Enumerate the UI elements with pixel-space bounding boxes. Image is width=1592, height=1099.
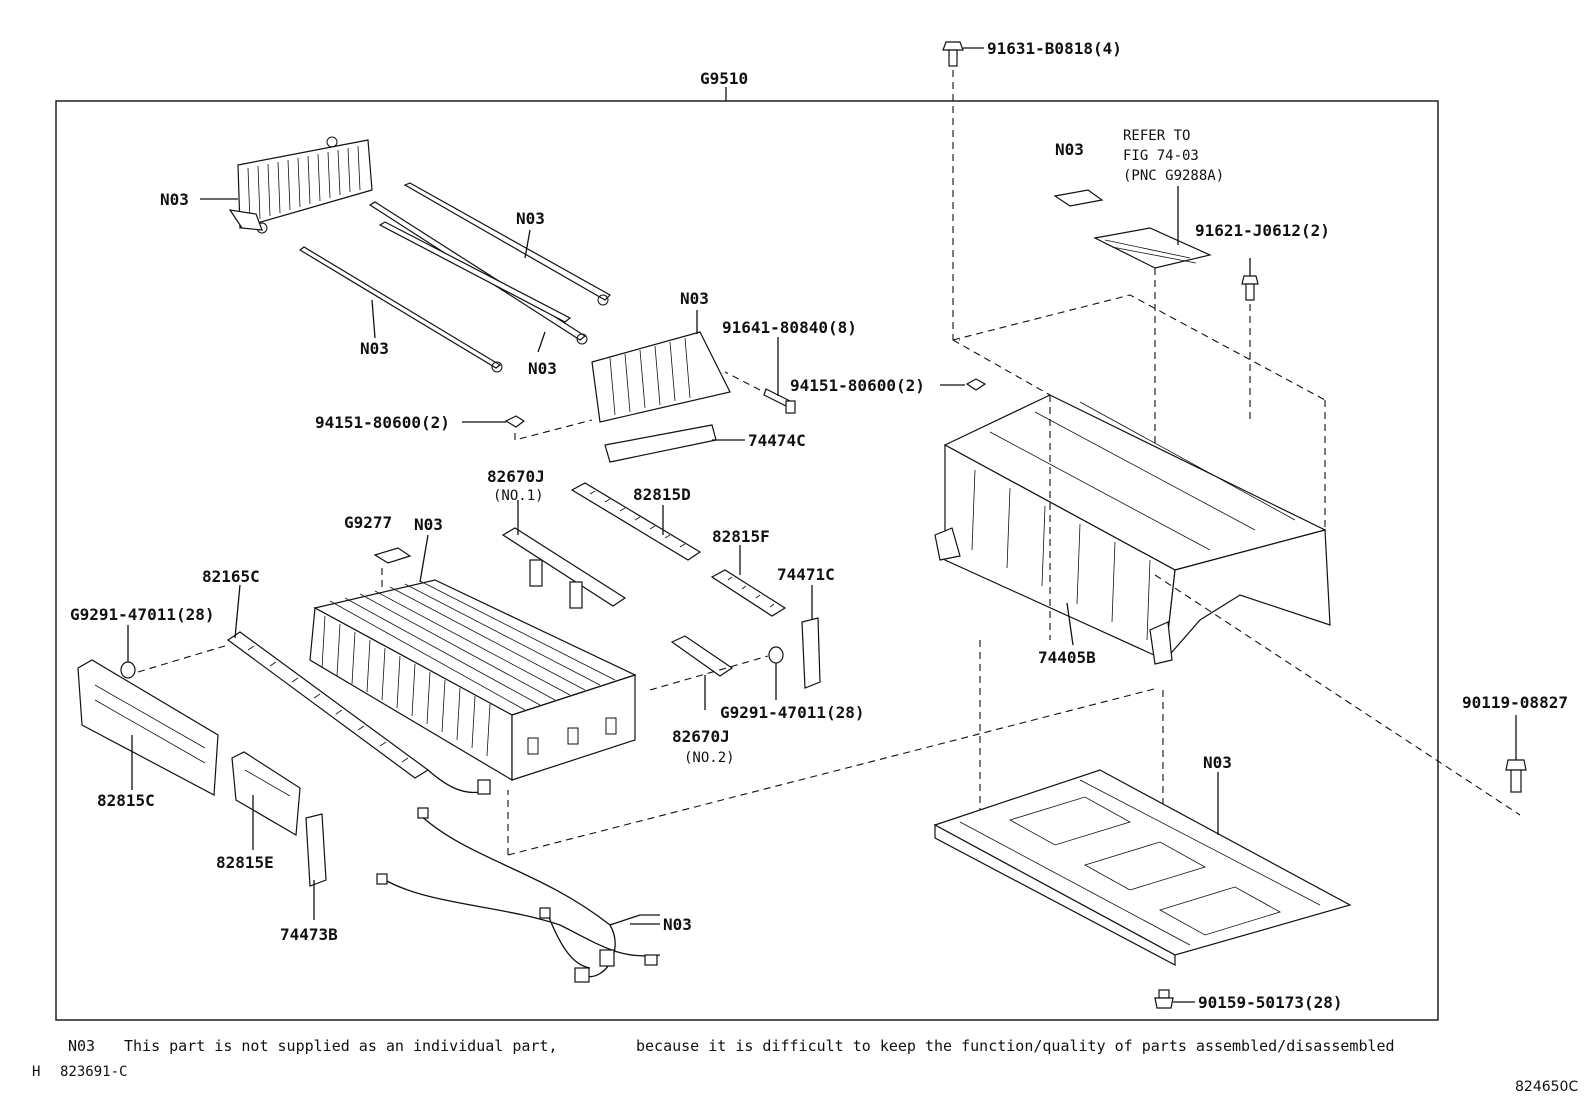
- footnote-text-2: because it is difficult to keep the func…: [636, 1037, 1395, 1055]
- footnote-text-1: This part is not supplied as an individu…: [124, 1037, 558, 1055]
- label-n03-rod-lower: N03: [528, 359, 557, 378]
- label-refer-1: REFER TO: [1123, 128, 1190, 144]
- bolt-91641: [763, 388, 796, 414]
- bus-bar-82815f: [710, 569, 787, 617]
- nut-g9291-right: [768, 646, 784, 664]
- battery-stack: [309, 579, 637, 782]
- label-g9291-left: G9291-47011(28): [70, 605, 215, 624]
- cooling-cover-part: [228, 136, 373, 234]
- label-74405b: 74405B: [1038, 648, 1096, 667]
- assembly-frame: [55, 100, 1439, 1021]
- label-82815e: 82815E: [216, 853, 274, 872]
- label-94151-right: 94151-80600(2): [790, 376, 925, 395]
- cover-74471c: [801, 617, 821, 689]
- ref-left: 823691-C: [60, 1064, 128, 1080]
- label-n03-sticker: N03: [1055, 140, 1084, 159]
- label-82815f: 82815F: [712, 527, 770, 546]
- label-n03-harness: N03: [663, 915, 692, 934]
- bus-bar-82815d: [570, 482, 702, 561]
- label-90159: 90159-50173(28): [1198, 993, 1343, 1012]
- label-n03-stack: N03: [414, 515, 443, 534]
- label-82670j-2: 82670J: [672, 727, 730, 746]
- label-90119: 90119-08827: [1462, 693, 1568, 712]
- assembly-label: G9510: [700, 69, 748, 88]
- wire-harness: [376, 769, 661, 983]
- label-74474c: 74474C: [748, 431, 806, 450]
- label-n03-tray: N03: [1203, 753, 1232, 772]
- bus-bar-82670j-2: [670, 635, 734, 677]
- lower-tray: [933, 769, 1352, 966]
- label-82815d: 82815D: [633, 485, 691, 504]
- bolt-90119: [1505, 759, 1527, 793]
- label-n03-rod-upper: N03: [516, 209, 545, 228]
- bracket-part: [591, 331, 731, 463]
- bolt-90159: [1154, 989, 1174, 1009]
- label-74471c: 74471C: [777, 565, 835, 584]
- label-91621: 91621-J0612(2): [1195, 221, 1330, 240]
- bus-bar-82670j-1: [501, 527, 627, 609]
- nut-g9291-left: [120, 661, 136, 679]
- label-82165c: 82165C: [202, 567, 260, 586]
- label-91631: 91631-B0818(4): [987, 39, 1122, 58]
- label-82670j-2-sub: (NO.2): [684, 750, 735, 766]
- label-refer-2: FIG 74-03: [1123, 148, 1199, 164]
- footnote-code: N03: [68, 1037, 96, 1055]
- label-74473b: 74473B: [280, 925, 338, 944]
- cover-82815c: [77, 659, 219, 796]
- caution-label-plate: [1093, 227, 1212, 269]
- cover-74473b: [305, 813, 327, 887]
- label-82670j-1-sub: (NO.1): [493, 488, 544, 504]
- label-plate-g9277: [373, 547, 412, 564]
- label-sticker-n03: [1053, 189, 1104, 207]
- label-82670j-1: 82670J: [487, 467, 545, 486]
- label-n03-bracket: N03: [680, 289, 709, 308]
- ref-mark: H: [32, 1064, 41, 1080]
- label-n03-cover: N03: [160, 190, 189, 209]
- rod-parts: [298, 182, 611, 373]
- label-91641: 91641-80840(8): [722, 318, 857, 337]
- label-g9277: G9277: [344, 513, 392, 532]
- label-refer-3: (PNC G9288A): [1123, 168, 1224, 184]
- ref-right: 824650C: [1515, 1079, 1579, 1095]
- label-82815c: 82815C: [97, 791, 155, 810]
- label-n03-rod-left: N03: [360, 339, 389, 358]
- label-g9291-right: G9291-47011(28): [720, 703, 865, 722]
- bolt-91631: [942, 41, 964, 67]
- nut-94151-right: [965, 378, 987, 391]
- bolt-91621: [1241, 275, 1259, 301]
- cover-82815e: [231, 751, 301, 836]
- nut-94151-left: [504, 415, 526, 428]
- upper-case-74405b: [934, 294, 1331, 665]
- label-94151-left: 94151-80600(2): [315, 413, 450, 432]
